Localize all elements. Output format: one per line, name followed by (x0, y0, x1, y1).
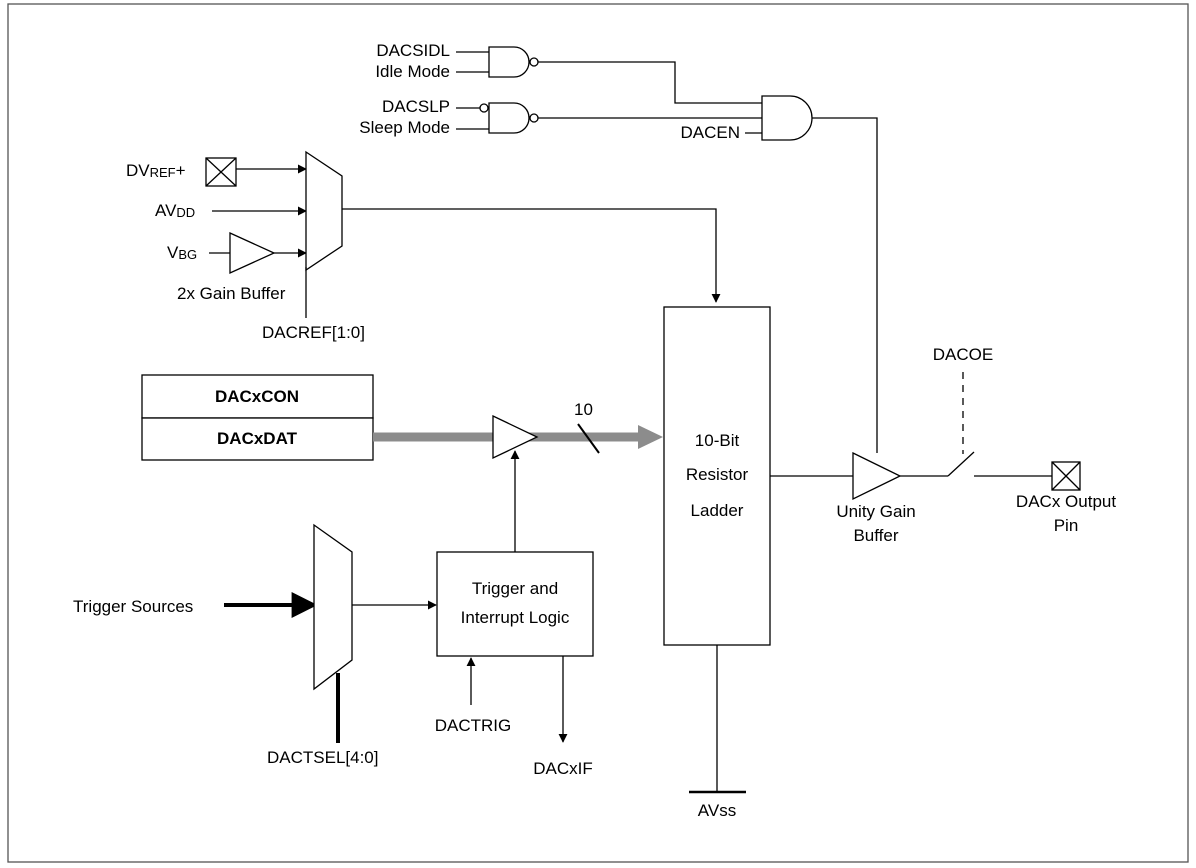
dacslp-label: DACSLP (382, 97, 450, 116)
dactsel-label: DACTSEL[4:0] (267, 748, 379, 767)
data-bus-arrow (638, 425, 663, 449)
dvref-label: DVREF+ (126, 161, 186, 180)
ladder-line-2: Resistor (686, 465, 749, 484)
nand-gate-sleep (488, 102, 530, 134)
avss-label: AVss (698, 801, 736, 820)
unity-gain-buffer (852, 451, 902, 501)
reference-mux (305, 150, 343, 272)
gain-buffer-label: 2x Gain Buffer (177, 284, 286, 303)
trigger-logic-line-1: Trigger and (472, 579, 558, 598)
gain-buffer-2x (229, 231, 276, 275)
trigger-logic-line-2: Interrupt Logic (461, 608, 570, 627)
avdd-label: AVDD (155, 201, 195, 220)
unity-gain-label-1: Unity Gain (836, 502, 915, 521)
data-latch-buffer (492, 414, 539, 460)
dacxif-label: DACxIF (533, 759, 593, 778)
dacxcon-label: DACxCON (215, 387, 299, 406)
dacxdat-register (141, 417, 374, 461)
dacref-label: DACREF[1:0] (262, 323, 365, 342)
trigger-sources-label: Trigger Sources (73, 597, 193, 616)
vbg-label: VBG (167, 243, 197, 262)
and-gate-enable (761, 95, 813, 141)
resistor-ladder-block (663, 306, 771, 646)
trigger-interrupt-logic-block (436, 551, 594, 657)
sleep-mode-label: Sleep Mode (359, 118, 450, 137)
dactrig-label: DACTRIG (435, 716, 512, 735)
idle-mode-label: Idle Mode (375, 62, 450, 81)
trigger-mux (313, 523, 353, 691)
dacsidl-label: DACSIDL (376, 41, 450, 60)
nand-gate-idle (488, 46, 530, 78)
bus-width-label: 10 (574, 400, 593, 419)
ladder-line-3: Ladder (691, 501, 744, 520)
output-pin-label-2: Pin (1054, 516, 1079, 535)
dacxdat-label: DACxDAT (217, 429, 298, 448)
bus-width-slash (577, 423, 600, 454)
output-pin-label-1: DACx Output (1016, 492, 1116, 511)
output-switch (947, 451, 975, 477)
dacoe-label: DACOE (933, 345, 993, 364)
dacen-label: DACEN (680, 123, 740, 142)
ladder-line-1: 10-Bit (695, 431, 740, 450)
unity-gain-label-2: Buffer (853, 526, 898, 545)
